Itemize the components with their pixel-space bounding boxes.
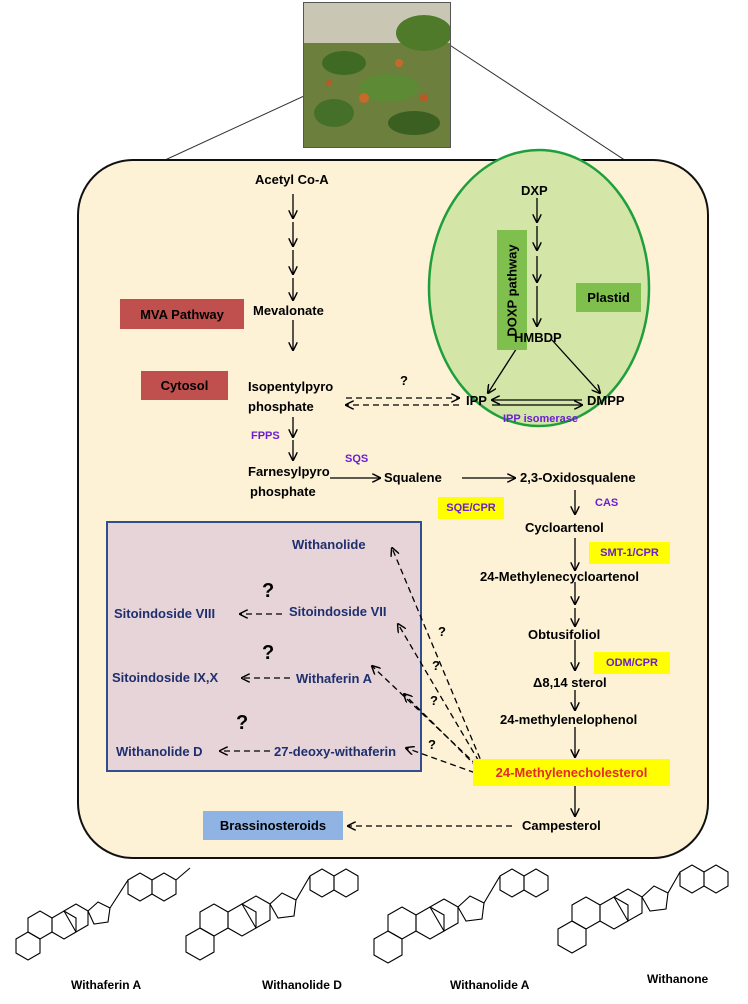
question-mark-branch-2: ? — [432, 658, 440, 673]
question-mark-branch-1: ? — [438, 624, 446, 639]
metabolite-mevalonate: Mevalonate — [253, 303, 324, 318]
doxp-pathway-tag: DOXP pathway — [497, 230, 527, 350]
cytosol-tag: Cytosol — [141, 371, 228, 400]
metabolite-isopentylpyro: Isopentylpyro — [248, 379, 334, 394]
metabolite-oxidosqualene: 2,3-Oxidosqualene — [520, 470, 636, 485]
question-mark-transport: ? — [400, 373, 408, 388]
question-mark-withanolide-d: ? — [236, 712, 249, 734]
withanolide-box — [106, 521, 422, 772]
enzyme-sqs: SQS — [345, 453, 369, 465]
question-mark-branch-4: ? — [428, 737, 436, 752]
structure-withaferin-a — [15, 867, 191, 961]
structure-withanone — [557, 864, 729, 954]
sitoindoside-viii-label: Sitoindoside VIII — [114, 606, 216, 621]
metabolite-isopentylpyro-phosphate: phosphate — [248, 399, 314, 414]
metabolite-cycloartenol: Cycloartenol — [525, 520, 604, 535]
compound-name-withanolide-d: Withanolide D — [262, 978, 342, 992]
metabolite-ipp: IPP — [466, 393, 487, 408]
metabolite-obtusifoliol: Obtusifoliol — [528, 627, 601, 642]
sitoindoside-ix-x-label: Sitoindoside IX,X — [112, 670, 219, 685]
metabolite-methylenecholesterol: 24-Methylenecholesterol — [473, 759, 670, 786]
withanolide-d-label: Withanolide D — [116, 744, 203, 759]
question-mark-sitoindoside-viii: ? — [262, 580, 275, 602]
metabolite-acetyl-coa: Acetyl Co-A — [255, 172, 329, 187]
enzyme-ipp-isomerase: IPP isomerase — [503, 413, 579, 425]
withaferin-a-label: Withaferin A — [296, 671, 372, 686]
compound-name-withanone: Withanone — [647, 972, 709, 986]
question-mark-sitoindoside-ix: ? — [262, 642, 275, 664]
enzyme-fpps: FPPS — [251, 430, 280, 442]
mva-pathway-tag: MVA Pathway — [120, 299, 244, 329]
deoxy-withaferin-label: 27-deoxy-withaferin — [274, 744, 397, 759]
structure-withanolide-a — [373, 868, 549, 964]
question-mark-branch-3: ? — [430, 693, 438, 708]
metabolite-farnesylpyro: Farnesylpyro — [248, 464, 330, 479]
metabolite-campesterol: Campesterol — [522, 818, 601, 833]
plastid-compartment — [427, 148, 651, 428]
metabolite-delta-sterol: Δ8,14 sterol — [533, 675, 607, 690]
metabolite-dxp: DXP — [521, 183, 548, 198]
structure-withanolide-d — [185, 868, 359, 961]
compound-name-withanolide-a: Withanolide A — [450, 978, 530, 992]
plastid-tag: Plastid — [576, 283, 641, 312]
withanolide-label: Withanolide — [292, 537, 366, 552]
metabolite-methylenecycloartenol: 24-Methylenecycloartenol — [480, 569, 639, 584]
zoom-line-right — [441, 39, 653, 179]
sitoindoside-vii-label: Sitoindoside VII — [289, 604, 387, 619]
brassinosteroids-tag: Brassinosteroids — [203, 811, 343, 840]
enzyme-sqe-cpr: SQE/CPR — [438, 497, 504, 519]
enzyme-odm-cpr: ODM/CPR — [594, 652, 670, 674]
metabolite-dmpp: DMPP — [587, 393, 625, 408]
doxp-pathway-label: DOXP pathway — [504, 243, 520, 337]
metabolite-methylenelophenol: 24-methylenelophenol — [500, 712, 638, 727]
enzyme-cas: CAS — [595, 497, 619, 509]
enzyme-smt1-cpr: SMT-1/CPR — [589, 542, 670, 564]
metabolite-farnesylpyro-phosphate: phosphate — [250, 484, 316, 499]
metabolite-squalene: Squalene — [384, 470, 442, 485]
plant-photo — [303, 2, 451, 148]
compound-name-withaferin-a: Withaferin A — [71, 978, 142, 992]
metabolite-hmbdp: HMBDP — [514, 330, 562, 345]
